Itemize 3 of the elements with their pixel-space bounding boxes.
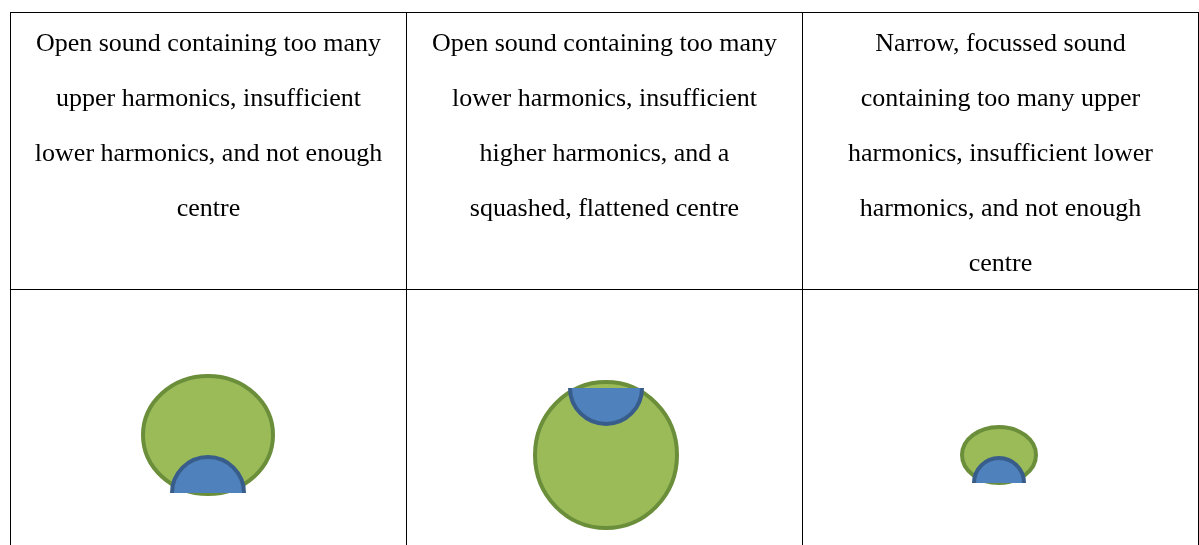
table-cell-text: Narrow, focussed sound containing too many upper harmonics, insufficient lower harmonics, and not enough centre xyxy=(847,27,1154,279)
table-cell-text: Open sound containing too many upper harmonics, insufficient lower harmonics, and not enough centre xyxy=(33,27,384,224)
table-cell-text: Open sound containing too many lower harmonics, insufficient higher harmonics, and a squashed, flattened centre xyxy=(430,27,779,224)
